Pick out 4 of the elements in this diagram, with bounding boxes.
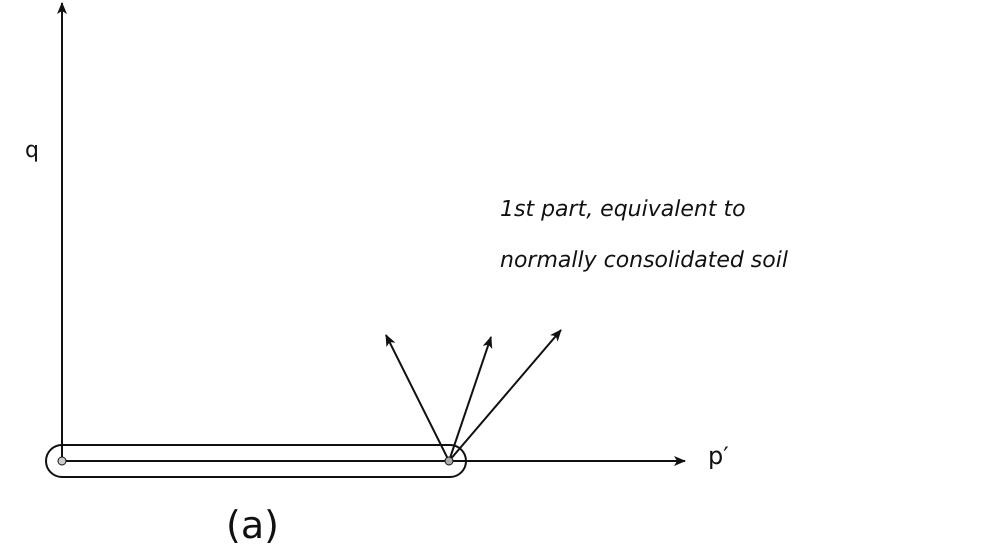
- annotation-text: 1st part, equivalent to normally consolidated soil: [500, 196, 789, 275]
- figure-caption: (a): [226, 503, 279, 547]
- axis-label: p′: [708, 442, 730, 471]
- axis-label: q: [25, 138, 40, 164]
